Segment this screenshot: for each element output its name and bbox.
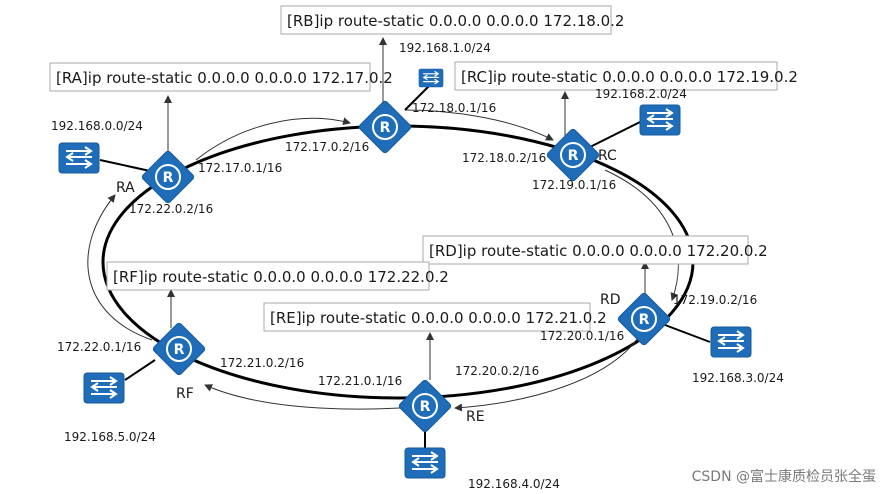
- interface-label-rc-b: 172.18.0.2/16: [462, 151, 546, 165]
- cmd-box-rd: [RD]ip route-static 0.0.0.0 0.0.0.0 172.…: [422, 235, 768, 265]
- interface-label-rc-d: 172.19.0.1/16: [532, 178, 616, 192]
- cmd-box-re: [RE]ip route-static 0.0.0.0 0.0.0.0 172.…: [263, 302, 607, 332]
- flow-arrow-re-rf: [204, 384, 401, 410]
- cmd-box-rb: [RB]ip route-static 0.0.0.0 0.0.0.0 172.…: [280, 5, 624, 35]
- router-rd-name: RD: [600, 292, 621, 308]
- router-re-name: RE: [466, 409, 485, 425]
- flow-arrow-rf-ra: [87, 194, 153, 341]
- flow-arrow-ra-rb: [195, 117, 351, 161]
- network-label-net0: 192.168.0.0/24: [51, 119, 143, 133]
- interface-label-rd-e: 172.20.0.1/16: [540, 329, 624, 343]
- interface-label-re-f: 172.21.0.1/16: [318, 374, 402, 388]
- flow-arrows: [87, 109, 679, 412]
- cmd-text-rd: [RD]ip route-static 0.0.0.0 0.0.0.0 172.…: [429, 242, 768, 260]
- interface-label-rb-a: 172.17.0.2/16: [285, 140, 369, 154]
- watermark: CSDN @富士康质检员张全蛋: [692, 468, 876, 485]
- flow-arrow-rc-rd: [604, 169, 679, 301]
- flow-arrow-rd-re: [454, 334, 641, 412]
- cmd-box-rc: [RC]ip route-static 0.0.0.0 0.0.0.0 172.…: [454, 61, 798, 91]
- cmd-text-rf: [RF]ip route-static 0.0.0.0 0.0.0.0 172.…: [113, 268, 449, 286]
- cmd-text-rb: [RB]ip route-static 0.0.0.0 0.0.0.0 172.…: [287, 12, 624, 30]
- switch-net3-icon[interactable]: [710, 326, 752, 358]
- cmd-text-ra: [RA]ip route-static 0.0.0.0 0.0.0.0 172.…: [56, 69, 393, 87]
- interface-label-ra-f: 172.22.0.2/16: [129, 202, 213, 216]
- router-ra-icon[interactable]: [140, 149, 196, 205]
- network-label-net1: 192.168.1.0/24: [399, 41, 491, 55]
- cmd-text-rc: [RC]ip route-static 0.0.0.0 0.0.0.0 172.…: [461, 68, 798, 86]
- interface-label-rf-a: 172.22.0.1/16: [57, 340, 141, 354]
- switch-net4-icon[interactable]: [404, 447, 446, 479]
- cmd-box-rf: [RF]ip route-static 0.0.0.0 0.0.0.0 172.…: [106, 261, 449, 291]
- interface-label-re-d: 172.20.0.2/16: [455, 364, 539, 378]
- command-pointers: [164, 37, 649, 380]
- cmd-text-re: [RE]ip route-static 0.0.0.0 0.0.0.0 172.…: [270, 309, 607, 327]
- interface-label-rb-c: 172.18.0.1/16: [412, 101, 496, 115]
- switch-net0-icon[interactable]: [58, 142, 100, 174]
- interface-label-rd-c: 172.19.0.2/16: [673, 293, 757, 307]
- router-re-icon[interactable]: [397, 378, 453, 434]
- router-ra-name: RA: [116, 180, 135, 196]
- switch-net1-icon[interactable]: [418, 68, 444, 88]
- router-rd-icon[interactable]: [616, 291, 672, 347]
- cmd-box-ra: [RA]ip route-static 0.0.0.0 0.0.0.0 172.…: [49, 62, 393, 92]
- switch-net5-icon[interactable]: [83, 372, 125, 404]
- switch-net2-icon[interactable]: [639, 104, 681, 136]
- router-rc-icon[interactable]: [545, 127, 601, 183]
- network-label-net2: 192.168.2.0/24: [595, 87, 687, 101]
- router-rf-name: RF: [176, 386, 194, 402]
- router-rf-icon[interactable]: [151, 321, 207, 377]
- interface-label-rf-e: 172.21.0.2/16: [220, 356, 304, 370]
- network-label-net4: 192.168.4.0/24: [468, 477, 560, 491]
- network-label-net3: 192.168.3.0/24: [692, 371, 784, 385]
- router-rc-name: RC: [598, 148, 617, 164]
- flow-arrow-rb-rc: [404, 109, 554, 141]
- interface-label-ra-b: 172.17.0.1/16: [198, 161, 282, 175]
- network-label-net5: 192.168.5.0/24: [64, 430, 156, 444]
